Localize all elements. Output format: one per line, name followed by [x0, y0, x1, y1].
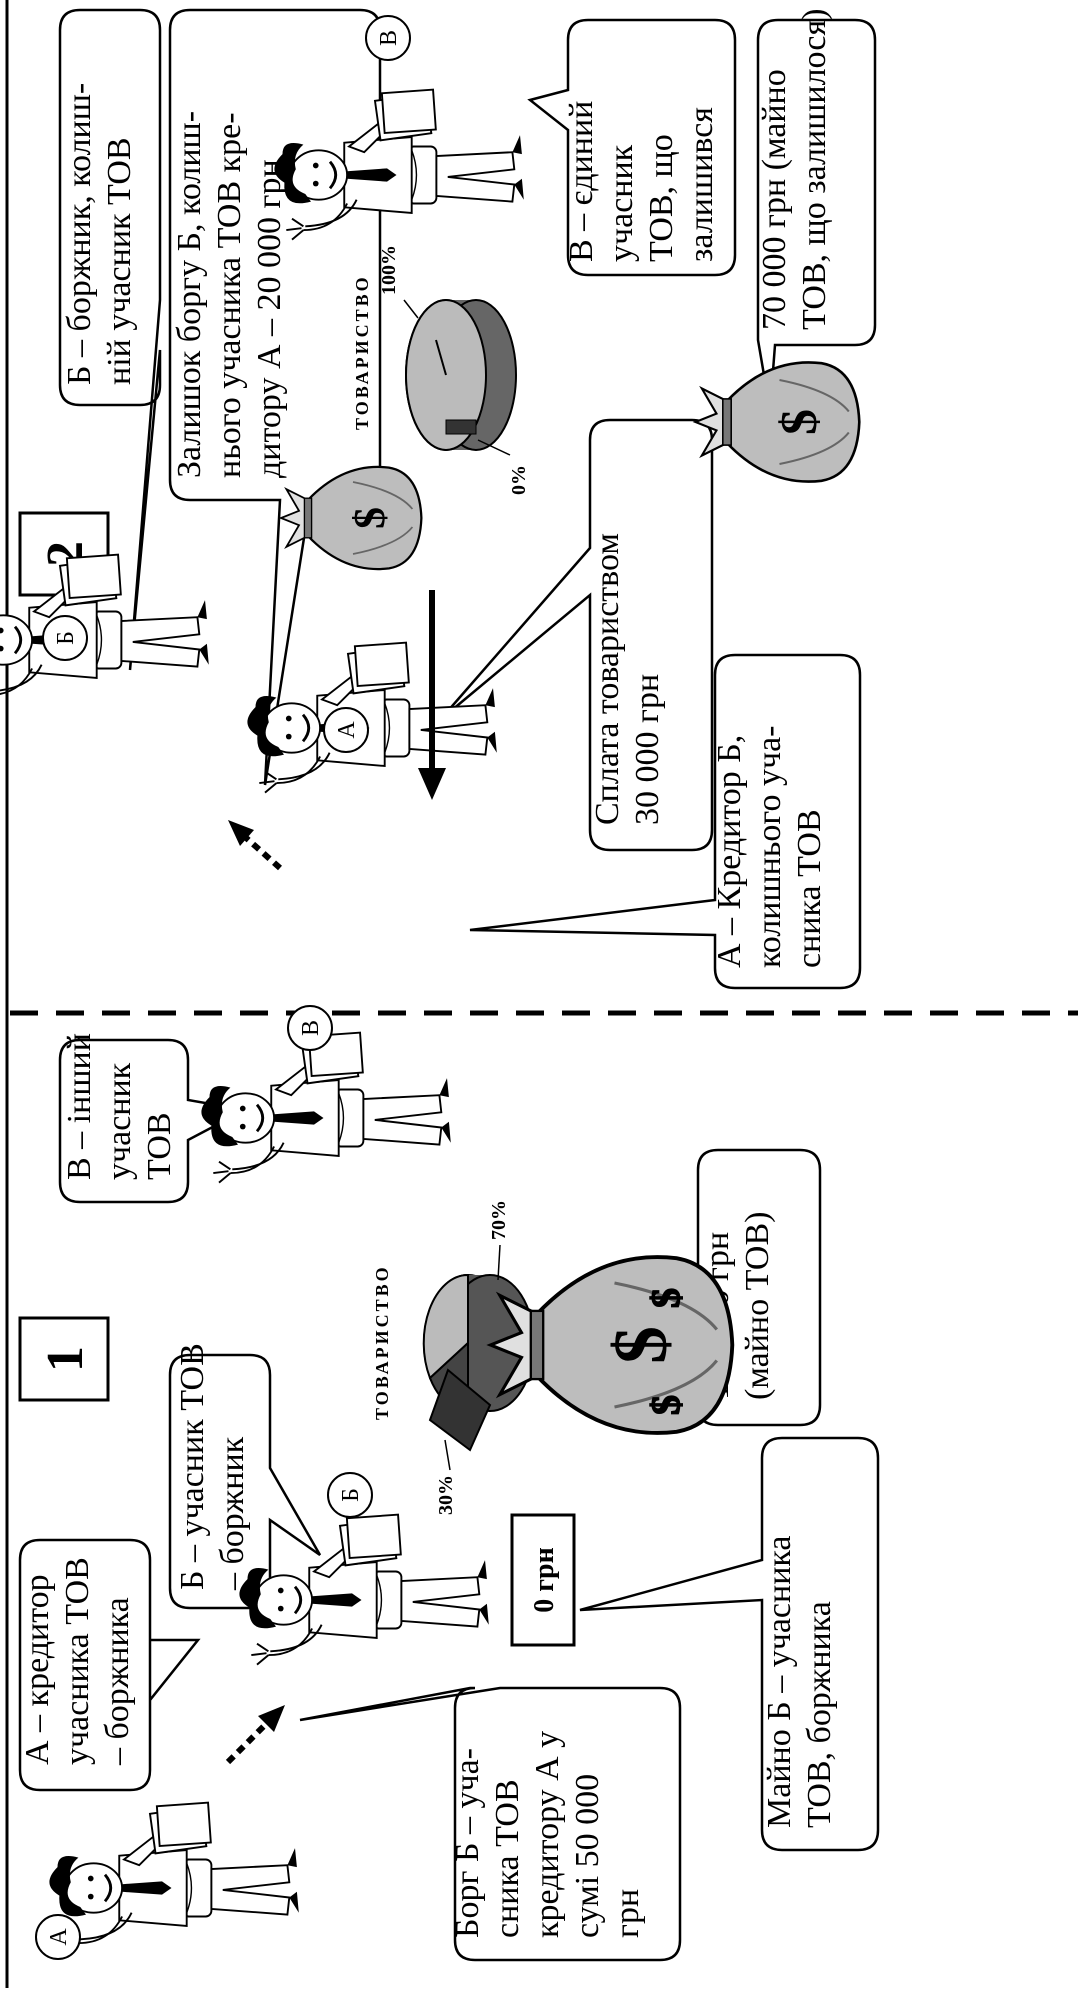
- bubble-remaining-debt: Залишок боргу Б, колиш- нього учасника Т…: [168, 8, 382, 786]
- bubble-a-creditor: А – кредитор учасника ТОВ – боржника: [18, 1538, 201, 1792]
- bubble-a-creditor-2-line-3: сника ТОВ: [791, 809, 828, 968]
- bubble-property-b-line-1: Майно Б – учасника: [761, 1535, 798, 1828]
- svg-text:В – єдиний учасник: В – єдиний учасник ТОВ, що залишився: [563, 92, 720, 262]
- pie-2-label-large: 100%: [378, 245, 400, 295]
- bubble-property-b: Майно Б – учасника ТОВ, боржника: [579, 1436, 880, 1852]
- person-b-figure-1: [237, 1513, 491, 1667]
- bubble-debt-line-3: кредитору А у: [529, 1731, 566, 1938]
- svg-text:Залишок боргу Б, колиш-: Залишок боргу Б, колиш- нього учасника Т…: [171, 102, 288, 478]
- bubble-b-member-line-1: Б – учасник ТОВ: [174, 1343, 211, 1590]
- bubble-v-other-line-3: ТОВ: [141, 1112, 178, 1180]
- svg-text:А – Кредитор Б, колишн: А – Кредитор Б, колишнього уча- сника ТО…: [711, 717, 828, 968]
- person-label-v-1-text: В: [298, 1020, 324, 1036]
- bubble-payment: Сплата товариством 30 000 грн: [439, 418, 714, 852]
- person-label-v-2: В: [365, 15, 411, 61]
- pie-chart-2: 0% 100% ТОВАРИСТВО: [352, 245, 530, 495]
- money-bag-large-1-symbol: $: [599, 1326, 683, 1364]
- panel-number-1-text: 1: [37, 1346, 94, 1372]
- panel-number-1: 1: [18, 1316, 110, 1402]
- bubble-remaining-debt-line-3: дитору А – 20 000 грн: [251, 159, 288, 478]
- bubble-payment-line-2: 30 000 грн: [629, 674, 666, 825]
- bubble-a-creditor-2-line-2: колишнього уча-: [751, 726, 788, 969]
- person-label-b-2: Б: [42, 615, 88, 661]
- bubble-remaining-property-line-2: ТОВ, що залишилося): [796, 9, 833, 330]
- svg-text:В – інший учасник: В – інший учасник ТОВ: [61, 1025, 178, 1180]
- bubble-b-debtor-line-1: Б – боржник, колиш-: [61, 83, 98, 385]
- pie-1-label-small: 30%: [435, 1475, 457, 1515]
- panel-2: 2 Б – боржник, колиш- ній учасник ТОВ За…: [0, 8, 877, 990]
- bubble-b-debtor-line-2: ній учасник ТОВ: [101, 137, 138, 385]
- money-bag-small-1b-symbol: $: [643, 1395, 688, 1415]
- bubble-b-member-line-2: – боржник: [214, 1436, 251, 1591]
- money-bag-large-1: $: [488, 1255, 735, 1435]
- svg-text:Майно Б – учасника ТОВ: Майно Б – учасника ТОВ, боржника: [761, 1527, 838, 1828]
- bubble-v-only-line-2: учасник: [603, 144, 640, 262]
- bubble-v-only-line-4: залишився: [683, 107, 720, 262]
- money-bag-small-1b: $: [642, 1394, 689, 1416]
- bubble-a-creditor-line-1: А – кредитор: [19, 1574, 56, 1765]
- bubble-property-total-line-2: (майно ТОВ): [739, 1212, 776, 1400]
- bubble-remaining-debt-line-1: Залишок боргу Б, колиш-: [171, 111, 208, 478]
- bubble-remaining-debt-line-2: нього учасника ТОВ кре-: [211, 112, 248, 478]
- money-bag-remaining-2: $: [694, 361, 861, 483]
- arrow-a-to-b: [225, 1705, 285, 1765]
- bubble-v-other-line-1: В – інший: [61, 1033, 98, 1180]
- bubble-a-creditor-2-line-1: А – Кредитор Б,: [711, 735, 748, 968]
- money-bag-small-1a-symbol: $: [643, 1288, 688, 1308]
- svg-text:Б – учасник ТОВ – борж: Б – учасник ТОВ – боржник: [174, 1335, 251, 1591]
- pie-2-label-small: 0%: [508, 465, 530, 495]
- money-bag-a-2-symbol: $: [345, 507, 394, 529]
- person-label-a-2-text: А: [334, 721, 360, 739]
- person-label-b-1: Б: [327, 1472, 373, 1518]
- bubble-remaining-property: 70 000 грн (майно ТОВ, що залишилося): [756, 9, 877, 411]
- svg-text:Сплата товариством 30: Сплата товариством 30 000 грн: [589, 525, 666, 825]
- person-label-v-2-text: В: [376, 30, 402, 46]
- bubble-b-member: Б – учасник ТОВ – боржник: [168, 1335, 322, 1610]
- svg-text:А – кредитор учасника: А – кредитор учасника ТОВ – боржника: [19, 1549, 136, 1766]
- bubble-v-other: В – інший учасник ТОВ: [58, 1025, 249, 1204]
- bubble-property-b-line-2: ТОВ, боржника: [801, 1601, 838, 1828]
- person-label-a-1: А: [35, 1914, 81, 1960]
- zero-amount-box: 0 грн: [510, 1513, 576, 1647]
- svg-text:Борг Б – уча- сника ТО: Борг Б – уча- сника ТОВ кредитору А у су…: [449, 1722, 646, 1938]
- money-bag-small-1a: $: [642, 1287, 689, 1309]
- pie-1-label-large: 70%: [488, 1200, 510, 1240]
- bubble-payment-line-1: Сплата товариством: [589, 533, 626, 825]
- arrow-a-to-b-2: [228, 820, 282, 871]
- bubble-a-creditor-2: А – Кредитор Б, колишнього уча- сника ТО…: [469, 653, 862, 990]
- bubble-b-debtor: Б – боржник, колиш- ній учасник ТОВ: [58, 8, 162, 671]
- bubble-v-only: В – єдиний учасник ТОВ, що залишився: [527, 18, 737, 277]
- panel-1: 1 А – кредитор учасника ТОВ – боржника Б…: [18, 1005, 880, 1962]
- bubble-a-creditor-line-3: – боржника: [99, 1597, 136, 1766]
- person-label-b-2-text: Б: [53, 631, 79, 645]
- company-label-2: ТОВАРИСТВО: [352, 274, 372, 430]
- bubble-a-creditor-line-2: учасника ТОВ: [59, 1557, 96, 1765]
- svg-text:70 000 грн (майно ТОВ,: 70 000 грн (майно ТОВ, що залишилося): [756, 9, 833, 330]
- bubble-remaining-property-line-1: 70 000 грн (майно: [756, 69, 793, 330]
- bubble-v-only-line-1: В – єдиний: [563, 101, 600, 262]
- bubble-debt: Борг Б – уча- сника ТОВ кредитору А у су…: [299, 1686, 682, 1962]
- money-bag-remaining-2-symbol: $: [771, 409, 828, 435]
- zero-amount-text: 0 грн: [529, 1547, 560, 1612]
- person-v-figure-1: [199, 1031, 453, 1185]
- pie-chart-1: 30% 70% ТОВАРИСТВО: [372, 1200, 535, 1515]
- person-label-b-1-text: Б: [338, 1488, 364, 1502]
- bubble-v-other-line-2: учасник: [101, 1062, 138, 1180]
- person-label-a-2: А: [323, 707, 369, 753]
- person-a-figure-1: [47, 1801, 301, 1955]
- bubble-debt-line-5: грн: [609, 1889, 646, 1938]
- bubble-debt-line-4: сумі 50 000: [569, 1774, 606, 1938]
- svg-text:Б – боржник, колиш- ні: Б – боржник, колиш- ній учасник ТОВ: [61, 74, 138, 385]
- arrow-payment: [418, 590, 446, 800]
- person-label-v-1: В: [287, 1005, 333, 1051]
- bubble-debt-line-1: Борг Б – уча-: [449, 1748, 486, 1938]
- money-bag-a-2: $: [279, 465, 423, 571]
- bubble-v-only-line-3: ТОВ, що: [643, 134, 680, 262]
- bubble-debt-line-2: сника ТОВ: [489, 1779, 526, 1938]
- company-label-1: ТОВАРИСТВО: [372, 1264, 392, 1420]
- person-label-a-1-text: А: [46, 1928, 72, 1946]
